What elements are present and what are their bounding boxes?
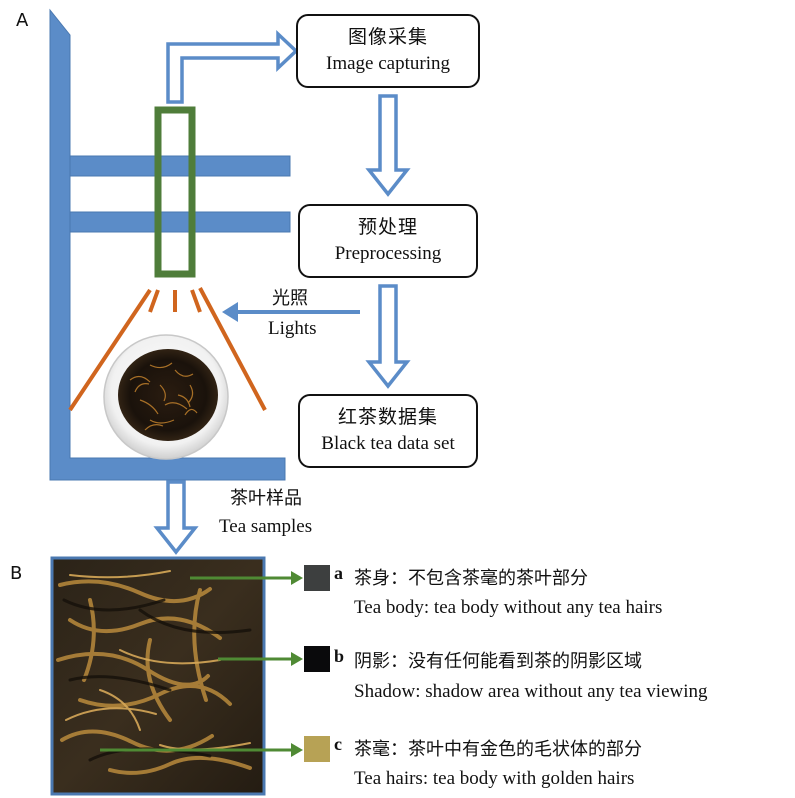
legend-a-zh: 茶身：不包含茶毫的茶叶部分: [354, 568, 588, 589]
preprocessing-box: 预处理 Preprocessing: [298, 204, 478, 278]
legend-letter-c: c: [334, 734, 342, 754]
shelf-upper: [69, 155, 291, 177]
legend-c-en: Tea hairs: tea body with golden hairs: [354, 768, 635, 789]
preprocessing-en: Preprocessing: [334, 243, 442, 264]
swatch-tea-hairs: [304, 736, 330, 762]
panel-label-b: B: [10, 563, 23, 584]
image-capturing-en: Image capturing: [326, 53, 450, 74]
light-rays: [68, 287, 267, 412]
dataset-zh: 红茶数据集: [337, 406, 438, 429]
dataset-en: Black tea data set: [321, 433, 455, 454]
tea-dish: [103, 334, 229, 460]
arrow-samples-down: [153, 480, 199, 555]
lights-en: Lights: [268, 318, 317, 339]
samples-zh: 茶叶样品: [230, 488, 302, 509]
image-capturing-zh: 图像采集: [347, 26, 428, 49]
samples-en: Tea samples: [219, 516, 313, 537]
image-capturing-box: 图像采集 Image capturing: [296, 14, 480, 88]
shelf-lower: [69, 211, 291, 233]
arrow-preprocess-to-dataset: [365, 284, 411, 389]
lights-zh: 光照: [272, 288, 308, 309]
legend-letter-b: b: [334, 646, 345, 666]
swatch-tea-body: [304, 565, 330, 591]
legend-c-zh: 茶毫：茶叶中有金色的毛状体的部分: [354, 739, 642, 760]
pointer-lines: [100, 571, 303, 757]
arrow-camera-to-capture: [166, 29, 299, 104]
legend-a-en: Tea body: tea body without any tea hairs: [354, 597, 663, 618]
stand-frame: [49, 8, 291, 481]
panel-label-a: A: [16, 10, 29, 31]
black-tea-dataset-box: 红茶数据集 Black tea data set: [298, 394, 478, 468]
swatch-shadow: [304, 646, 330, 672]
tea-photo: [50, 556, 266, 796]
legend-b-en: Shadow: shadow area without any tea view…: [354, 681, 708, 702]
legend-letter-a: a: [334, 563, 343, 583]
legend-b-zh: 阴影：没有任何能看到茶的阴影区域: [354, 651, 642, 672]
camera: [154, 106, 196, 278]
arrow-capture-to-preprocess: [365, 94, 411, 197]
preprocessing-zh: 预处理: [357, 216, 418, 239]
lights-arrow: [222, 302, 360, 322]
